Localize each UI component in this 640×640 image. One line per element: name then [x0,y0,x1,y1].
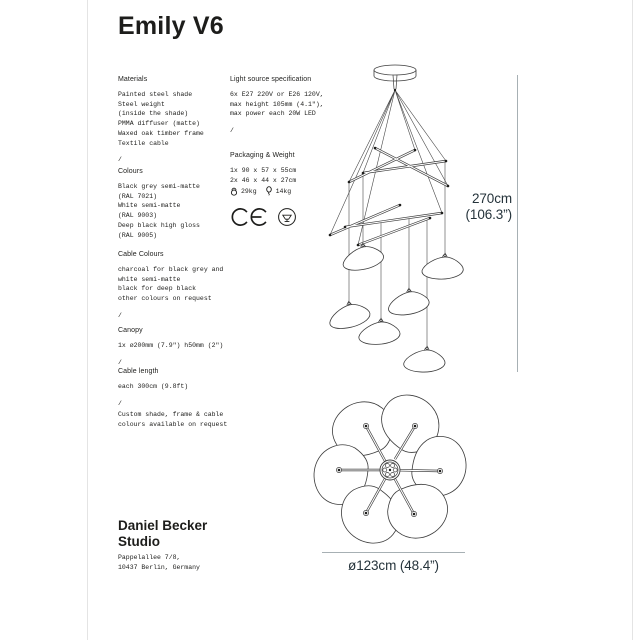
spec-line: (RAL 9005) [118,231,158,239]
gross-weight-value: 29kg [241,187,257,195]
address-line: 10437 Berlin, Germany [118,563,200,571]
spec-line: black for deep black [118,285,197,293]
materials-heading: Materials [118,76,148,83]
section-custom-note: Custom shade, frame & cable colours avai… [118,410,230,429]
chandelier-side-view-drawing [327,64,465,375]
divider-slash: / [118,156,122,164]
section-cable-colours: Cable Colours charcoal for black grey an… [118,251,230,319]
frame-bars [328,146,450,247]
cable-length-heading: Cable length [118,368,159,375]
spec-line: Steel weight [118,100,165,108]
studio-address: Pappelallee 7/8, 10437 Berlin, Germany [118,553,200,572]
spec-line: 1x 90 x 57 x 55cm [230,167,297,174]
spec-line: (RAL 9003) [118,212,158,220]
spec-line: max power each 20W LED [230,110,316,118]
spec-line: 1x ø200mm (7.9") h50mm (2") [118,342,224,349]
spec-line: 2x 46 x 44 x 27cm [230,176,297,184]
section-packaging: Packaging & Weight 1x 90 x 57 x 55cm 2x … [230,152,356,196]
spec-line: Custom shade, frame & cable [118,411,224,418]
certification-icons [230,207,297,227]
height-dimension-line [517,75,518,372]
section-canopy: Canopy 1x ø200mm (7.9") h50mm (2") / [118,327,230,366]
spec-line: max height 105mm (4.1"), [230,100,324,108]
colours-heading: Colours [118,168,143,175]
spec-line: Textile cable [118,139,169,147]
frame-arms [336,423,443,517]
spec-line: charcoal for black grey and [118,266,224,273]
chandelier-top-view-drawing [313,386,468,554]
canopy-drawing [373,64,417,92]
section-colours: Colours Black grey semi-matte (RAL 7021)… [118,168,230,240]
canopy-heading: Canopy [118,327,143,334]
packaging-heading: Packaging & Weight [230,152,295,159]
diameter-dimension-line [322,552,465,553]
spec-line: 6x E27 220V or E26 120V, [230,91,324,98]
page-title: Emily V6 [118,12,224,40]
studio-name-line1: Daniel Becker [118,518,208,533]
divider-slash: / [230,127,234,135]
spec-line: Deep black high gloss [118,221,200,229]
divider-slash: / [118,358,122,366]
spec-line: PMMA diffuser (matte) [118,120,200,128]
ce-mark-icon [231,208,267,226]
net-weight-icon [265,186,272,196]
page-left-border [87,0,88,640]
studio-name: Daniel Becker Studio [118,518,207,549]
height-dimension-label: 270cm (106.3”) [420,191,513,223]
spec-line: each 300cm (9.8ft) [118,383,189,390]
section-materials: Materials Painted steel shade Steel weig… [118,76,230,163]
spec-line: White semi-matte [118,202,181,210]
spec-line: (RAL 7021) [118,192,158,200]
spec-line: Black grey semi-matte [118,183,200,190]
studio-name-line2: Studio [118,533,160,549]
spec-line: Waxed oak timber frame [118,129,204,137]
section-light-source: Light source specification 6x E27 220V o… [230,76,356,134]
light-source-heading: Light source specification [230,76,312,83]
page-right-border [632,0,633,640]
cable-colours-heading: Cable Colours [118,251,164,258]
divider-slash: / [118,399,122,407]
spec-line: colours available on request [118,420,228,428]
spec-line: Painted steel shade [118,91,193,98]
suspension-cables [329,89,449,346]
pendant-shades [327,242,465,375]
section-cable-length: Cable length each 300cm (9.8ft) / [118,368,230,407]
spec-line: white semi-matte [118,275,181,283]
divider-slash: / [118,311,122,319]
weights-row: 29kg 14kg [230,186,356,196]
central-hub [379,459,401,481]
spec-line: (inside the shade) [118,110,189,118]
diameter-dimension-label: ø123cm (48.4”) [348,558,439,573]
lamp-certification-icon [278,208,296,226]
spec-line: other colours on request [118,295,212,303]
height-inches: (106.3”) [465,207,513,222]
address-line: Pappelallee 7/8, [118,554,181,561]
height-cm: 270cm [471,191,512,206]
net-weight-value: 14kg [275,187,292,195]
package-weight-icon [230,187,238,196]
